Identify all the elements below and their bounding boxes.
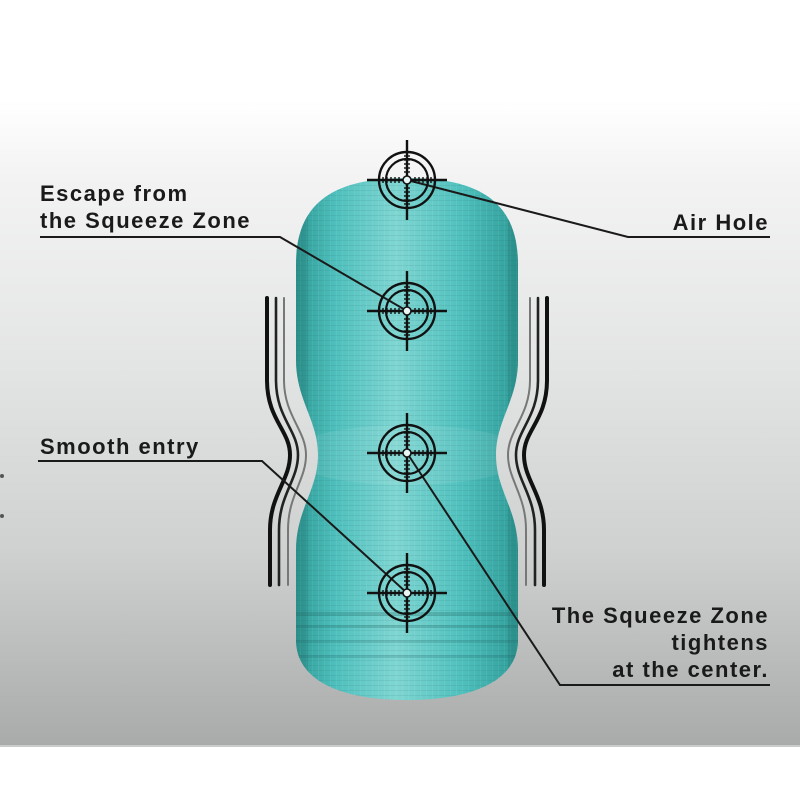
callout-smooth-entry-line-1: Smooth entry <box>40 434 200 459</box>
left-edge-marks <box>0 470 6 530</box>
leader-squeeze-zone <box>406 452 770 686</box>
callout-escape-line-2: the Squeeze Zone <box>40 208 252 233</box>
callout-leaders <box>38 179 770 686</box>
callout-air-hole-line-1: Air Hole <box>672 210 769 235</box>
callout-escape: Escape from the Squeeze Zone <box>40 180 251 234</box>
product-body <box>296 178 518 700</box>
panel-bottom-edge <box>0 745 800 747</box>
callout-squeeze-zone: The Squeeze Zone tightens at the center. <box>552 602 769 683</box>
callout-air-hole: Air Hole <box>673 209 769 236</box>
callout-squeeze-zone-line-1: The Squeeze Zone <box>551 603 769 628</box>
callout-escape-line-1: Escape from <box>40 181 189 206</box>
callout-squeeze-zone-line-2: tightens <box>671 630 769 655</box>
right-wave-lines <box>506 296 549 587</box>
left-wave-lines <box>265 296 308 587</box>
leader-air-hole <box>406 179 770 238</box>
leader-smooth-entry <box>38 460 408 594</box>
callout-squeeze-zone-line-3: at the center. <box>612 657 769 682</box>
callout-smooth-entry: Smooth entry <box>40 433 200 460</box>
leader-escape <box>40 236 408 312</box>
